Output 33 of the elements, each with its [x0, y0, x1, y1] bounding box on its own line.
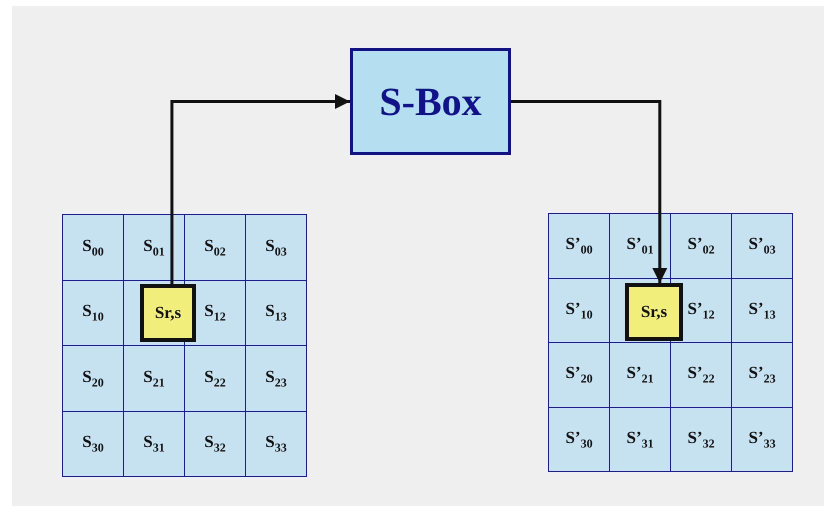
state-cell: S’$_{13}$: [731, 278, 793, 343]
state-cell: S$_{00}$: [62, 214, 124, 280]
state-cell: S’$_{30}$: [548, 406, 610, 472]
state-cell: S$_{31}$: [123, 410, 185, 477]
arrow: [170, 94, 350, 284]
state-cell: S$_{21}$: [123, 345, 185, 412]
state-cell: S$_{22}$: [184, 345, 246, 412]
state-cell: S$_{30}$: [62, 410, 124, 477]
state-cell: S’$_{22}$: [670, 342, 732, 408]
state-byte-box: Sr,s: [140, 284, 196, 342]
state-cell: S$_{10}$: [62, 280, 124, 346]
state-cell: S$_{32}$: [184, 410, 246, 477]
state-cell: S$_{23}$: [245, 345, 307, 412]
state-cell: S$_{02}$: [184, 214, 246, 280]
state-cell: S’$_{31}$: [609, 406, 671, 472]
sbox-box: S-Box: [350, 48, 511, 155]
arrow: [511, 100, 668, 283]
state-cell: S$_{33}$: [245, 410, 307, 477]
state-cell: S’$_{10}$: [548, 278, 610, 343]
state-cell: S$_{01}$: [123, 214, 185, 280]
state-cell: S$_{03}$: [245, 214, 307, 280]
state-cell: S’$_{32}$: [670, 406, 732, 472]
state-byte-box: Sr,s: [625, 283, 683, 341]
state-cell: S’$_{01}$: [609, 213, 671, 278]
state-cell: S’$_{02}$: [670, 213, 732, 278]
state-cell: S$_{13}$: [245, 280, 307, 346]
state-cell: S$_{20}$: [62, 345, 124, 412]
state-cell: S’$_{03}$: [731, 213, 793, 278]
state-cell: S’$_{33}$: [731, 406, 793, 472]
state-cell: S’$_{23}$: [731, 342, 793, 408]
state-cell: S’$_{00}$: [548, 213, 610, 278]
state-cell: S’$_{20}$: [548, 342, 610, 408]
state-cell: S’$_{21}$: [609, 342, 671, 408]
